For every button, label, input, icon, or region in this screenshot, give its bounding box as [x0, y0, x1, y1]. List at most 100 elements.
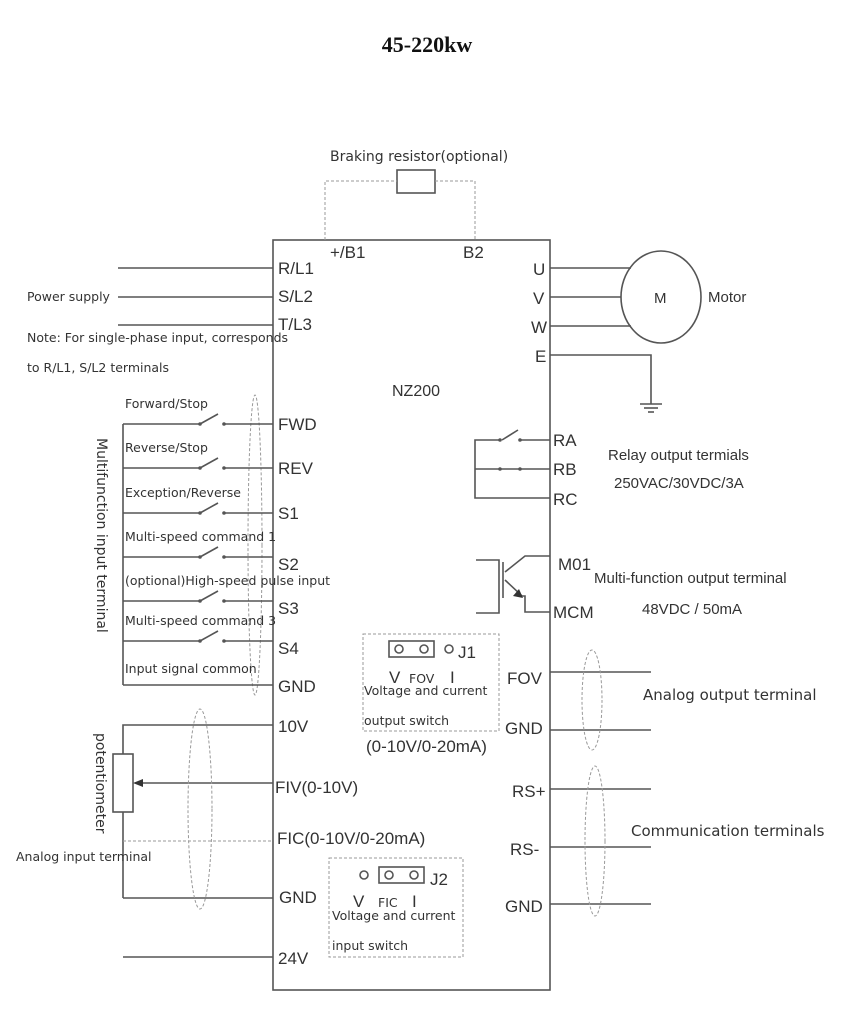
relay-rating: 250VAC/30VDC/3A	[614, 475, 744, 492]
j1-jumper	[388, 640, 435, 658]
terminal-ao-gnd: GND	[505, 719, 543, 738]
motor-m-label: M	[654, 290, 667, 307]
shield-indicator	[187, 708, 213, 910]
terminal-gnd: GND	[278, 677, 316, 696]
terminal-s2: S2	[278, 555, 299, 574]
terminal-rs-plus: RS+	[512, 782, 546, 801]
j2-i: I	[412, 892, 417, 911]
terminal-comm-gnd: GND	[505, 897, 543, 916]
ground-wire	[550, 354, 652, 404]
power-supply-label: Power supply	[27, 289, 111, 304]
switch-contact	[199, 502, 219, 514]
terminal-fiv: FIV(0-10V)	[275, 778, 358, 797]
j1-switch-box	[362, 633, 500, 732]
j1-i: I	[450, 668, 455, 687]
input-description: Forward/Stop	[125, 396, 208, 411]
ai-10v-wire	[122, 724, 273, 754]
switch-contact	[199, 590, 219, 602]
motor-symbol	[620, 250, 702, 344]
input-description: Exception/Reverse	[125, 485, 241, 500]
input-row: Multi-speed command 1S2	[123, 529, 299, 574]
j1-desc-2: output switch	[364, 713, 449, 728]
j2-v: V	[353, 892, 365, 911]
inverter-box	[272, 239, 551, 991]
transistor-arrow-icon	[513, 589, 523, 598]
input-row: Multi-speed command 3S4	[123, 613, 299, 658]
transistor-input	[476, 559, 500, 614]
terminal-10v: 10V	[278, 717, 309, 736]
diagram-title: 45-220kw	[381, 32, 473, 57]
input-description: Multi-speed command 1	[125, 529, 276, 544]
terminal-s1: S1	[278, 504, 299, 523]
terminal-s4: S4	[278, 639, 299, 658]
terminal-fic: FIC(0-10V/0-20mA)	[277, 829, 425, 848]
terminal-v: V	[533, 289, 545, 308]
single-phase-note-2: to R/L1, S/L2 terminals	[27, 360, 169, 375]
terminal-b1: +/B1	[330, 243, 365, 262]
j2-name: J2	[430, 870, 448, 889]
j1-mid: FOV	[409, 671, 435, 686]
terminal-fov: FOV	[507, 669, 543, 688]
terminal-u: U	[533, 260, 545, 279]
motor-label: Motor	[708, 289, 746, 306]
terminal-ai-gnd: GND	[279, 888, 317, 907]
analog-input-label: Analog input terminal	[16, 849, 152, 864]
terminal-b2: B2	[463, 243, 484, 262]
shield-indicator	[247, 394, 263, 696]
terminal-rb: RB	[553, 460, 577, 479]
terminal-rc: RC	[553, 490, 578, 509]
j1-range: (0-10V/0-20mA)	[366, 737, 487, 756]
terminal-rs-minus: RS-	[510, 840, 539, 859]
relay-contact-ra	[501, 429, 519, 441]
terminal-t-l3: T/L3	[278, 315, 312, 334]
shield-indicator	[581, 649, 603, 751]
analog-output-label: Analog output terminal	[643, 686, 817, 704]
ground-icon	[640, 403, 662, 413]
communication-label: Communication terminals	[631, 822, 825, 840]
input-description: Input signal common	[125, 661, 257, 676]
single-phase-note: Note: For single-phase input, correspond…	[27, 330, 288, 345]
terminal-24v: 24V	[278, 949, 309, 968]
j1-desc-1: Voltage and current	[364, 683, 488, 698]
wiper-arrow-icon	[133, 779, 143, 787]
transistor-emitter	[504, 579, 550, 613]
switch-contact	[199, 413, 219, 425]
braking-wire	[324, 180, 397, 240]
terminal-m01: M01	[558, 555, 591, 574]
braking-resistor-label: Braking resistor(optional)	[330, 149, 508, 165]
terminal-r-l1: R/L1	[278, 259, 314, 278]
switch-contact	[199, 630, 219, 642]
terminal-e: E	[535, 347, 546, 366]
j1-name: J1	[458, 643, 476, 662]
switch-contact	[199, 546, 219, 558]
j2-desc-2: input switch	[332, 938, 408, 953]
terminal-rev: REV	[278, 459, 314, 478]
multifunction-input-label: Multifunction input terminal	[93, 438, 109, 633]
terminal-fwd: FWD	[278, 415, 317, 434]
j2-jumper	[378, 866, 425, 884]
transistor-output-label: Multi-function output terminal	[594, 570, 787, 587]
terminal-mcm: MCM	[553, 603, 594, 622]
j2-mid: FIC	[378, 895, 398, 910]
potentiometer-symbol	[112, 753, 134, 813]
j2-desc-1: Voltage and current	[332, 908, 456, 923]
relay-output-label: Relay output termials	[608, 447, 749, 464]
switch-contact	[199, 457, 219, 469]
model-label: NZ200	[392, 383, 440, 400]
terminal-w: W	[531, 318, 547, 337]
input-description: Multi-speed command 3	[125, 613, 276, 628]
transistor-collector	[504, 555, 550, 573]
terminal-s-l2: S/L2	[278, 287, 313, 306]
terminal-ra: RA	[553, 431, 577, 450]
j1-v: V	[389, 668, 401, 687]
j2-switch-box	[328, 857, 464, 958]
braking-wire	[435, 180, 476, 240]
input-description: Reverse/Stop	[125, 440, 208, 455]
input-description: (optional)High-speed pulse input	[125, 573, 330, 588]
